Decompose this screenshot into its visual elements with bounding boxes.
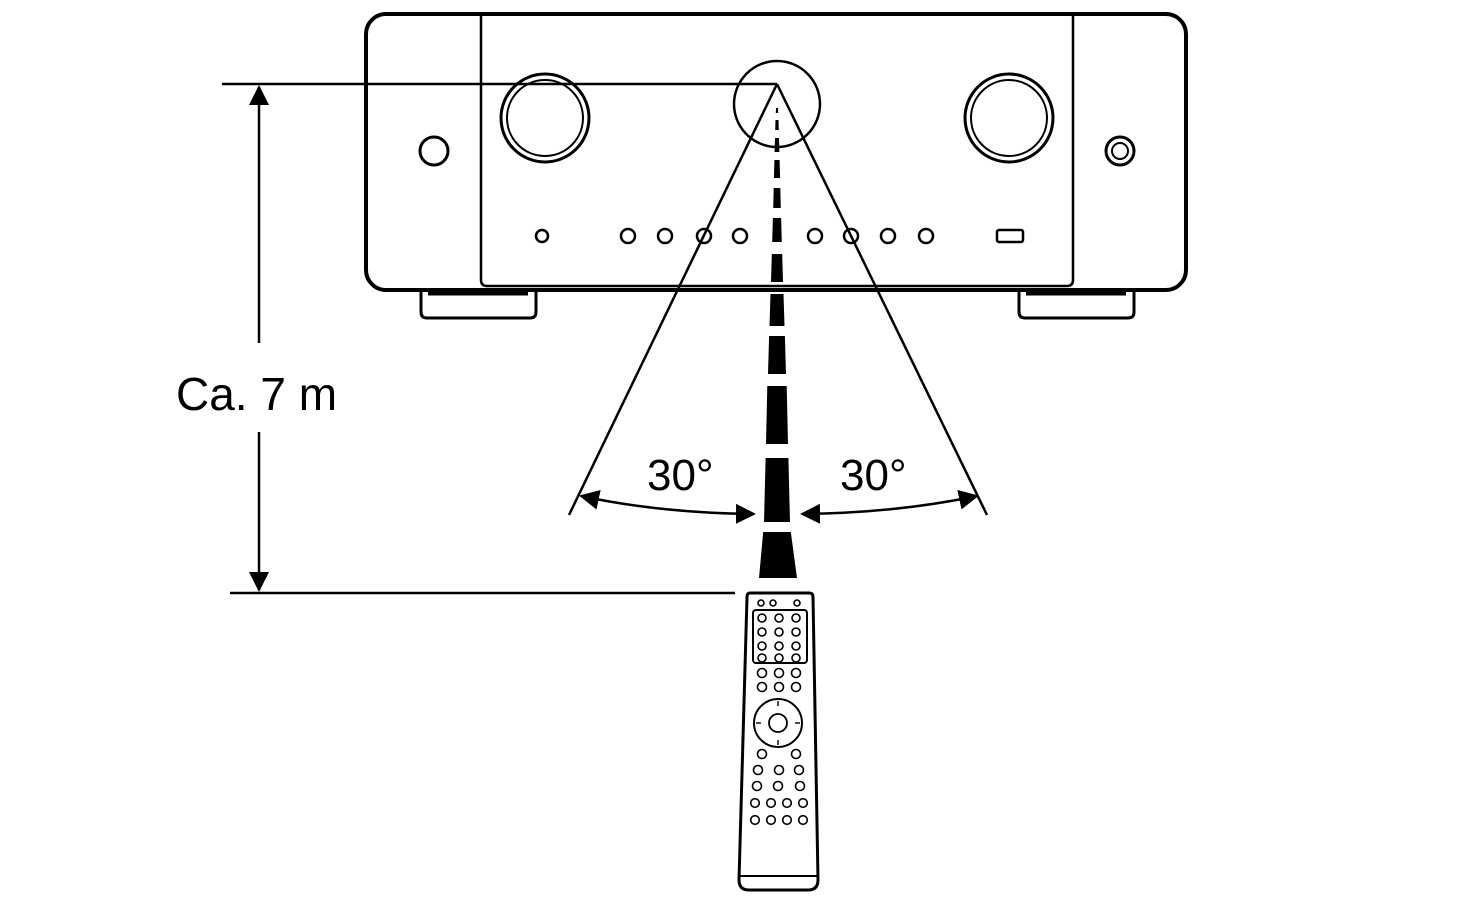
remote-button <box>790 667 802 679</box>
usb-port <box>995 228 1025 244</box>
remote-button <box>772 780 784 792</box>
remote-button <box>791 653 801 663</box>
remote-button <box>757 641 767 651</box>
distance-label: Ca. 7 m <box>176 368 337 420</box>
cone-left-edge <box>567 83 779 516</box>
angle-arc-left <box>579 490 756 524</box>
remote-button <box>774 627 784 637</box>
remote-button <box>791 627 801 637</box>
remote-button <box>790 681 802 693</box>
front-button <box>619 227 637 245</box>
amplifier-body <box>364 12 1188 292</box>
remote-button <box>790 748 802 760</box>
front-buttons-row <box>534 227 1025 245</box>
angle-label-right: 30° <box>840 451 907 500</box>
remote-button <box>773 681 785 693</box>
distance-dimension <box>222 82 777 595</box>
amplifier-foot-left <box>419 288 538 320</box>
remote-button <box>749 797 761 809</box>
remote-button <box>765 797 777 809</box>
remote-control <box>737 591 820 892</box>
remote-button <box>797 797 809 809</box>
remote-button <box>791 641 801 651</box>
angle-arcs <box>579 489 979 524</box>
remote-navigation-pad <box>753 698 803 748</box>
remote-body <box>737 591 820 892</box>
amplifier-unit <box>364 12 1188 320</box>
remote-button <box>757 627 767 637</box>
remote-button <box>794 780 806 792</box>
front-button <box>695 227 713 245</box>
remote-lower-buttons <box>749 748 809 826</box>
front-button <box>806 227 824 245</box>
remote-button <box>765 814 777 826</box>
front-button <box>917 227 935 245</box>
power-button <box>418 135 450 167</box>
amplifier-front-panel <box>479 14 1075 288</box>
remote-button <box>752 764 764 776</box>
remote-button <box>774 641 784 651</box>
angle-arc-right <box>800 489 979 524</box>
remote-button <box>749 814 761 826</box>
angle-label-left: 30° <box>647 451 714 500</box>
remote-power-buttons <box>757 599 801 607</box>
remote-button <box>774 613 784 623</box>
remote-button <box>781 814 793 826</box>
remote-button <box>773 667 785 679</box>
remote-button <box>793 764 805 776</box>
remote-button <box>773 764 785 776</box>
remote-button <box>797 814 809 826</box>
remote-button <box>756 681 768 693</box>
volume-knob <box>963 72 1055 164</box>
display-window <box>732 59 822 149</box>
front-button <box>879 227 897 245</box>
cone-right-edge <box>775 83 989 516</box>
amplifier-foot-right <box>1017 288 1136 320</box>
remote-input-buttons <box>757 613 801 663</box>
remote-button <box>774 653 784 663</box>
remote-button <box>757 653 767 663</box>
remote-button <box>781 797 793 809</box>
remote-input-panel <box>752 609 808 664</box>
small-jack <box>534 228 550 244</box>
remote-button <box>751 780 763 792</box>
remote-button <box>756 748 768 760</box>
remote-button <box>756 667 768 679</box>
front-button <box>842 227 860 245</box>
infrared-beam <box>759 108 797 578</box>
reception-cone <box>567 83 989 516</box>
front-button <box>731 227 749 245</box>
input-selector-knob <box>499 72 591 164</box>
front-button <box>656 227 674 245</box>
remote-button <box>791 613 801 623</box>
headphone-jack <box>1104 135 1136 167</box>
remote-middle-buttons <box>756 667 802 693</box>
remote-button <box>757 613 767 623</box>
